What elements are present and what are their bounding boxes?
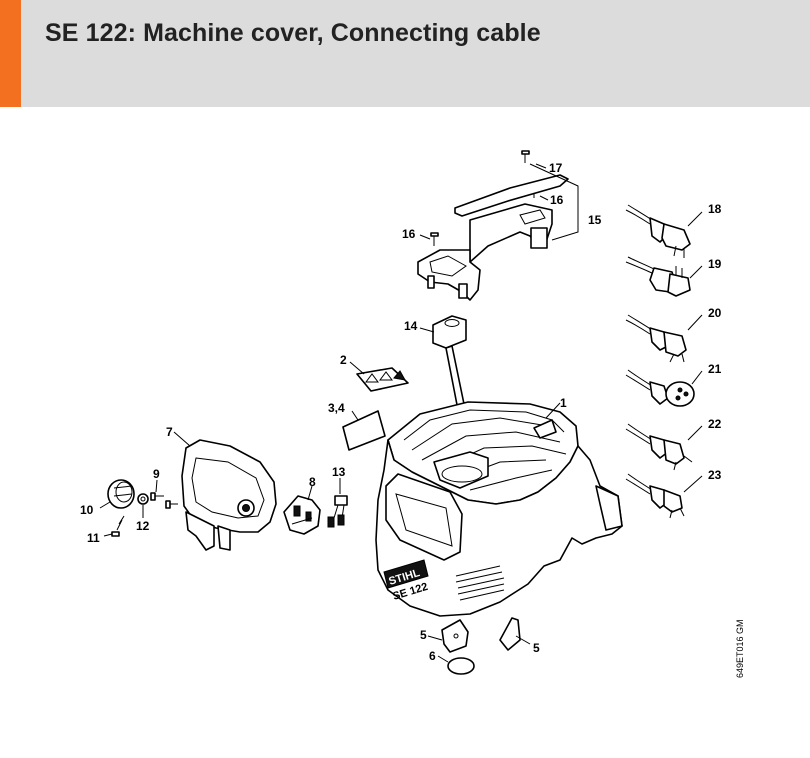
callout-22: 22 [708, 417, 722, 431]
callout-19: 19 [708, 257, 722, 271]
cable-plug-22 [625, 423, 693, 471]
callout-20: 20 [708, 306, 722, 320]
clip-5-right [499, 617, 521, 651]
cable-plug-18 [625, 204, 691, 258]
callout-6: 6 [429, 649, 436, 663]
plate-3-4 [342, 410, 386, 451]
screw-17 [521, 150, 530, 163]
callout-5-right: 5 [533, 641, 540, 655]
washer-12 [137, 493, 149, 505]
callout-13: 13 [332, 465, 346, 479]
screw-16-left [430, 232, 439, 246]
cable-plug-20 [625, 314, 687, 363]
callout-3-4: 3,4 [328, 401, 345, 415]
callout-1: 1 [560, 396, 567, 410]
callout-12: 12 [136, 519, 150, 533]
callout-11: 11 [87, 531, 100, 545]
cable-plug-19 [625, 256, 691, 297]
switch-14 [432, 315, 467, 411]
cable-plug-21 [625, 369, 695, 407]
callout-21: 21 [708, 362, 722, 376]
knob-10 [107, 479, 135, 509]
brush-holder-8 [283, 495, 321, 535]
callout-9: 9 [153, 467, 160, 481]
leader-lines [99, 163, 703, 663]
callout-2: 2 [340, 353, 347, 367]
header-accent-stripe [0, 0, 21, 107]
header-bar [0, 0, 810, 107]
screw-9 [150, 492, 178, 509]
callout-14: 14 [404, 319, 418, 333]
callout-8: 8 [309, 475, 316, 489]
callout-labels: 1 2 3,4 5 5 6 7 8 9 10 11 12 13 14 15 16… [80, 161, 722, 663]
reference-code: 649ET016 GM [735, 619, 745, 678]
handle-15 [417, 174, 569, 301]
callout-5-left: 5 [420, 628, 427, 642]
screw-11 [111, 515, 125, 537]
cable-plug-23 [625, 473, 685, 519]
callout-10: 10 [80, 503, 94, 517]
callout-7: 7 [166, 425, 173, 439]
callout-18: 18 [708, 202, 722, 216]
carbon-brushes-13 [327, 495, 348, 528]
machine-cover-1 [375, 401, 623, 617]
callout-15: 15 [588, 213, 602, 227]
label-2 [356, 367, 409, 392]
side-cover-7 [181, 439, 277, 551]
callout-16-left: 16 [402, 227, 416, 241]
clip-5-left [441, 619, 469, 653]
oring-6 [447, 657, 475, 675]
callout-17: 17 [549, 161, 563, 175]
callout-16-upper: 16 [550, 193, 564, 207]
page-title: SE 122: Machine cover, Connecting cable [45, 19, 541, 47]
callout-23: 23 [708, 468, 722, 482]
